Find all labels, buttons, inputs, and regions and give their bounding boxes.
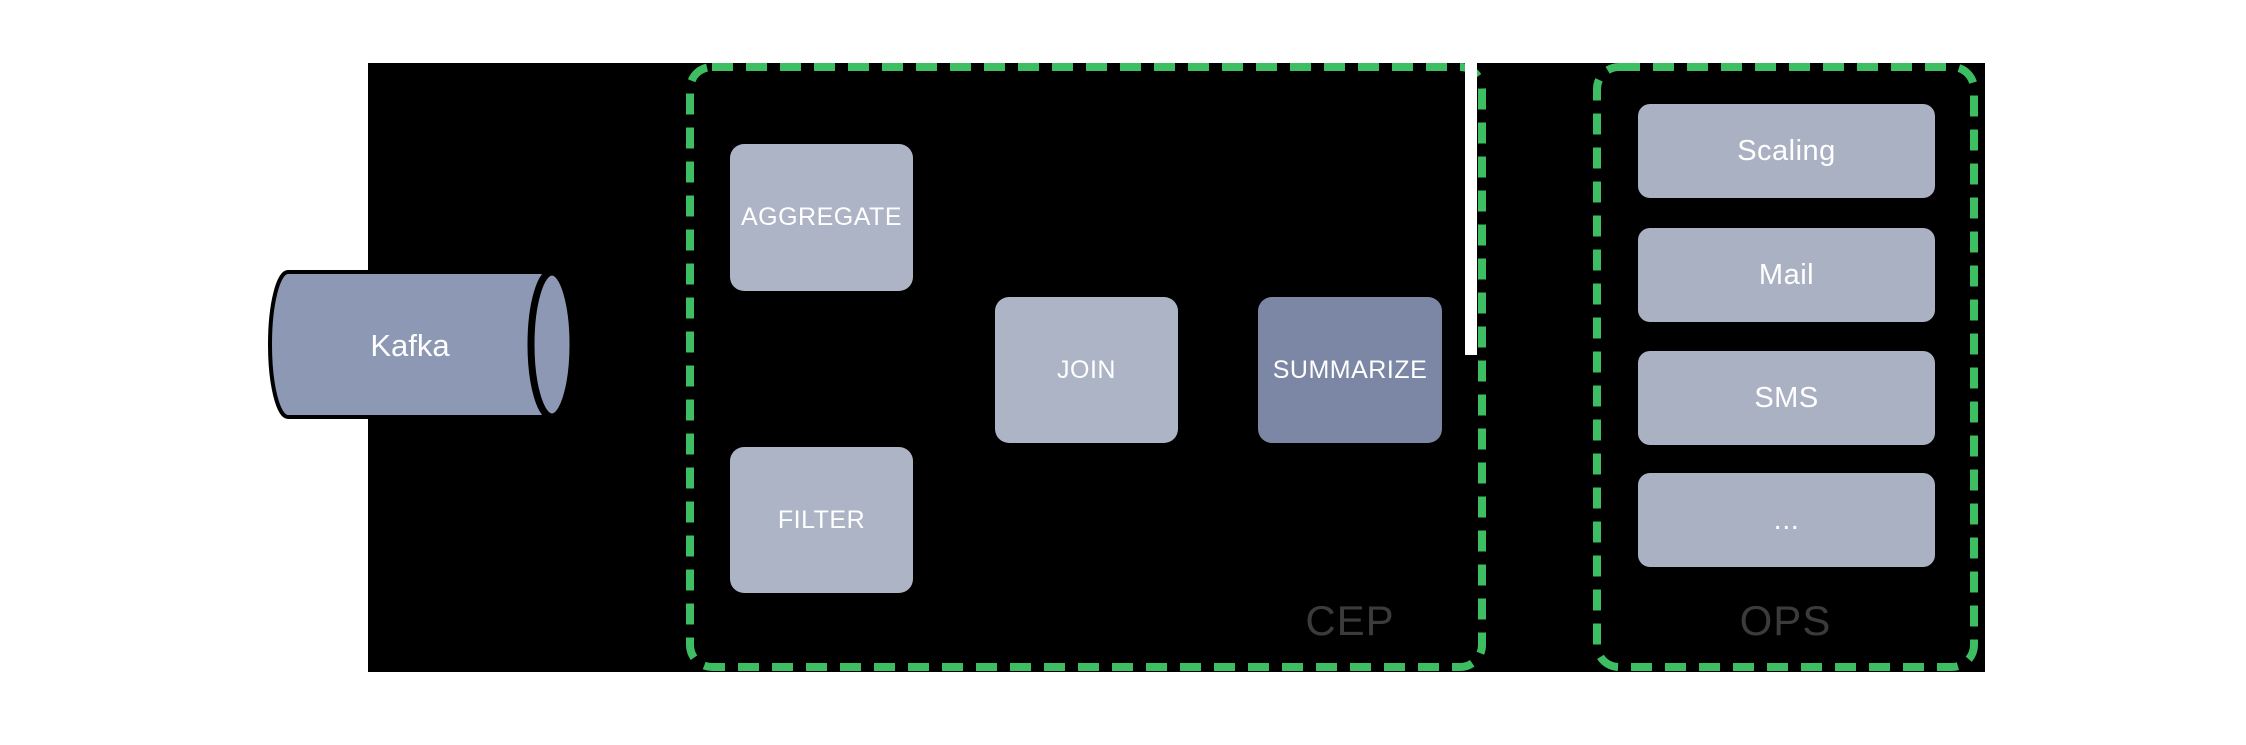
node-mail: Mail (1638, 228, 1935, 322)
ops-group-label: OPS (1739, 597, 1832, 644)
node-summarize: SUMMARIZE (1258, 297, 1442, 443)
kafka-cylinder-icon (268, 268, 577, 421)
ops-group-border (1593, 63, 1978, 671)
node-sms: SMS (1638, 351, 1935, 445)
node-scaling: Scaling (1638, 104, 1935, 198)
white-gap-strip (1465, 63, 1477, 355)
cep-group-label: CEP (1305, 597, 1395, 644)
node-more-ellipsis: ... (1638, 473, 1935, 567)
kafka-label: Kafka (370, 328, 450, 363)
node-filter: FILTER (730, 447, 913, 593)
node-aggregate: AGGREGATE (730, 144, 913, 291)
cep-group-border (686, 63, 1486, 671)
node-join: JOIN (995, 297, 1178, 443)
